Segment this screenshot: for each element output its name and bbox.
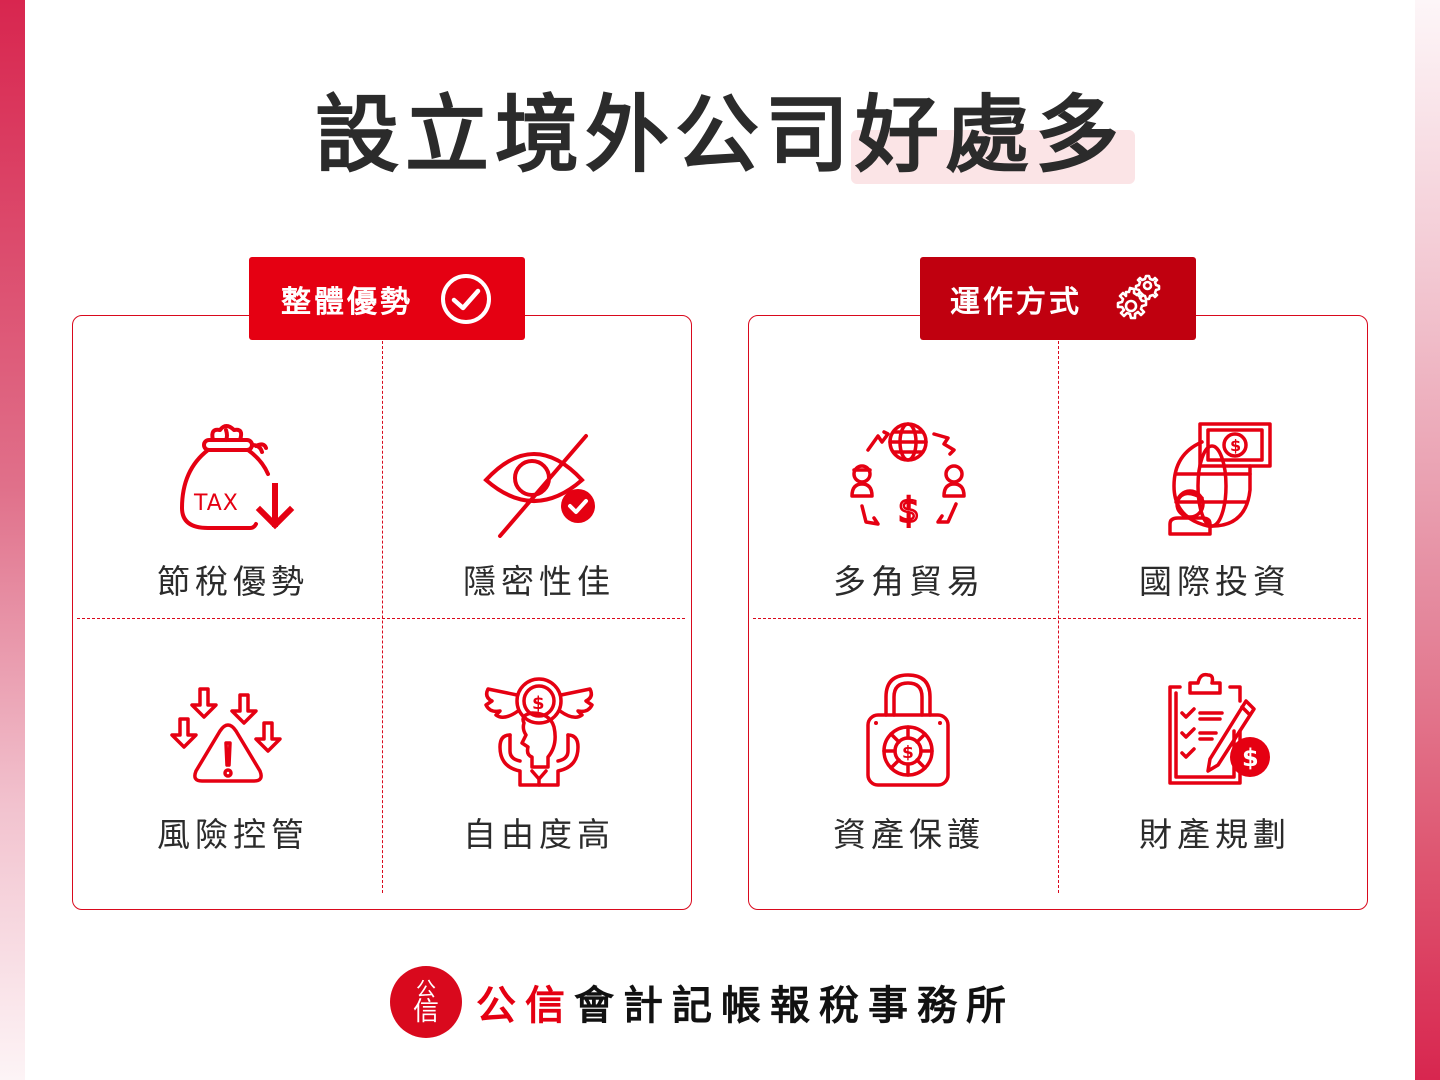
winged-money-person-icon: $ xyxy=(474,666,604,796)
check-circle-icon xyxy=(439,272,493,326)
badge-operation-methods: 運作方式 xyxy=(920,257,1196,340)
eye-slash-check-icon xyxy=(474,413,604,543)
svg-text:$: $ xyxy=(898,491,920,531)
seal-bottom-char: 信 xyxy=(412,997,439,1027)
badge-label: 整體優勢 xyxy=(281,284,413,320)
panel-overall-advantages: TAX 節稅優勢 隱密性佳 xyxy=(72,315,692,910)
horizontal-divider xyxy=(77,618,685,619)
item-label: 財產規劃 xyxy=(1139,815,1291,854)
page-title: 設立境外公司好處多 xyxy=(0,80,1440,190)
item-label: 風險控管 xyxy=(157,815,309,854)
brand-name-red: 公信 xyxy=(476,982,574,1029)
money-lock-icon: $ xyxy=(844,666,974,796)
gears-icon xyxy=(1108,272,1166,326)
left-gradient-bar xyxy=(0,0,25,1080)
badge-label: 運作方式 xyxy=(950,284,1082,320)
panel-operation-methods: $ 多角貿易 $ 國際投資 xyxy=(748,315,1368,910)
clipboard-pen-dollar-icon: $ xyxy=(1150,666,1280,796)
globe-banknote-person-icon: $ xyxy=(1150,413,1280,543)
item-label: 節稅優勢 xyxy=(157,562,309,601)
brand-logo-seal: 公 信 xyxy=(390,966,462,1038)
vertical-divider xyxy=(1058,341,1059,893)
item-label: 自由度高 xyxy=(463,815,615,854)
item-risk-control: 風險控管 xyxy=(83,666,383,946)
item-wealth-planning: $ 財產規劃 xyxy=(1065,666,1365,946)
brand-name-rest: 會計記帳報稅事務所 xyxy=(574,982,1015,1029)
footer-brand: 公 信 公信會計記帳報稅事務所 xyxy=(390,966,1015,1038)
item-tax-advantage: TAX 節稅優勢 xyxy=(83,413,383,693)
page-title-main: 設立境外公司 xyxy=(314,86,855,184)
item-privacy: 隱密性佳 xyxy=(389,413,689,693)
tax-bag-down-icon: TAX xyxy=(168,413,298,543)
horizontal-divider xyxy=(753,618,1361,619)
right-gradient-bar xyxy=(1415,0,1440,1080)
svg-text:$: $ xyxy=(1230,436,1241,455)
item-label: 國際投資 xyxy=(1139,562,1291,601)
badge-overall-advantages: 整體優勢 xyxy=(249,257,525,340)
item-asset-protection: $ 資產保護 xyxy=(759,666,1059,946)
svg-text:TAX: TAX xyxy=(193,491,239,516)
vertical-divider xyxy=(382,341,383,893)
warning-arrows-icon xyxy=(168,666,298,796)
item-label: 資產保護 xyxy=(833,815,985,854)
svg-text:$: $ xyxy=(1242,744,1259,772)
item-high-freedom: $ 自由度高 xyxy=(389,666,689,946)
item-label: 隱密性佳 xyxy=(463,562,615,601)
svg-text:$: $ xyxy=(902,743,914,763)
seal-top-char: 公 xyxy=(415,977,436,1001)
item-label: 多角貿易 xyxy=(833,562,985,601)
svg-text:$: $ xyxy=(532,693,545,714)
brand-name: 公信會計記帳報稅事務所 xyxy=(476,973,1015,1031)
page-title-highlight: 好處多 xyxy=(850,80,1136,190)
global-trade-cycle-icon: $ xyxy=(844,413,974,543)
item-international-investment: $ 國際投資 xyxy=(1065,413,1365,693)
item-triangular-trade: $ 多角貿易 xyxy=(759,413,1059,693)
